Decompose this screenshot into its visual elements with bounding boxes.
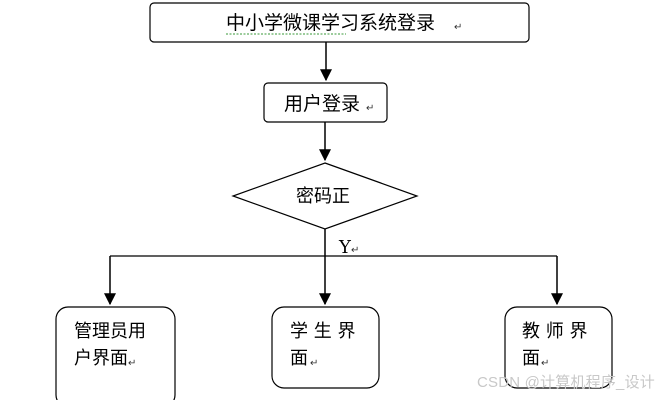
title-box-label: 中小学微课学习系统登录	[226, 12, 435, 34]
admin-interface-box: 管理员用 户界面 ↵	[55, 306, 176, 400]
title-box-mark: ↵	[454, 22, 462, 33]
title-box-frame	[149, 2, 530, 43]
decision-label: 密码正	[296, 186, 350, 207]
teacher-interface-line1: 教 师 界	[522, 321, 587, 342]
login-box-label: 用户登录	[284, 93, 360, 115]
admin-interface-frame	[55, 306, 176, 400]
admin-interface-line2: 户界面	[74, 348, 128, 369]
admin-interface-line1: 管理员用	[74, 321, 146, 342]
decision-diamond: 密码正	[231, 162, 419, 230]
student-interface-mark: ↵	[310, 358, 318, 369]
branch-yes-mark: ↵	[351, 245, 359, 256]
teacher-interface-box: 教 师 界 面 ↵	[504, 306, 613, 389]
teacher-interface-line2: 面	[522, 348, 540, 369]
branch-yes-label: Y	[338, 237, 352, 258]
watermark: CSDN @计算机程序_设计	[476, 374, 655, 391]
login-box-mark: ↵	[366, 103, 374, 114]
login-box: 用户登录 ↵	[263, 82, 388, 123]
teacher-interface-mark: ↵	[541, 358, 549, 369]
student-interface-line1: 学 生 界	[290, 321, 355, 342]
student-interface-box: 学 生 界 面 ↵	[271, 306, 380, 389]
teacher-interface-frame	[504, 306, 613, 389]
student-interface-line2: 面	[290, 348, 308, 369]
admin-interface-mark: ↵	[128, 358, 136, 369]
title-box: 中小学微课学习系统登录 ↵	[149, 2, 530, 43]
student-interface-frame	[271, 306, 380, 389]
